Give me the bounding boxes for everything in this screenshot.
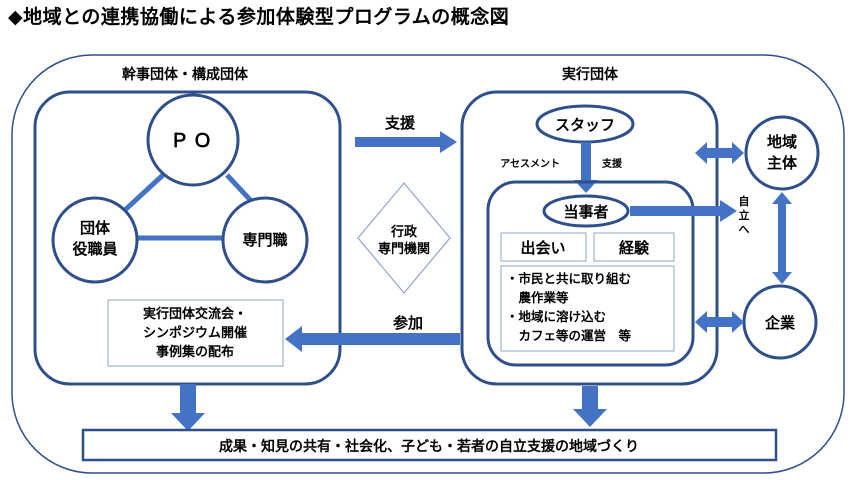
right-to-community-arrow bbox=[695, 142, 744, 164]
experience-box bbox=[593, 232, 675, 262]
officers-label-line2: 役職員 bbox=[72, 240, 117, 258]
outer-frame bbox=[11, 54, 845, 474]
outputs-line3: 事例集の配布 bbox=[156, 344, 234, 360]
participation-label: 参加 bbox=[393, 314, 423, 332]
outcome-label: 成果・知見の共有・社会化、子ども・若者の自立支援の地域づくり bbox=[219, 438, 639, 455]
staff-label: スタッフ bbox=[555, 116, 615, 134]
inner-box bbox=[486, 180, 695, 367]
staff-to-party-arrow bbox=[574, 142, 598, 193]
company-label: 企業 bbox=[764, 314, 796, 332]
outcome-box bbox=[81, 428, 778, 462]
encounter-box bbox=[500, 232, 587, 262]
independence-line1: 自 bbox=[739, 194, 750, 208]
outputs-line2: シンポジウム開催 bbox=[143, 325, 247, 341]
po-label: ＰＯ bbox=[170, 130, 216, 152]
right-down-arrow bbox=[573, 386, 607, 427]
activities-box bbox=[500, 265, 675, 352]
experience-label: 経験 bbox=[619, 239, 650, 257]
admin-line2: 専門機関 bbox=[378, 241, 430, 257]
outputs-line1: 実行団体交流会・ bbox=[143, 306, 247, 322]
right-group-label: 実行団体 bbox=[562, 66, 619, 83]
outputs-box bbox=[107, 299, 284, 367]
encounter-label: 出会い bbox=[520, 239, 565, 257]
link-po-officers bbox=[123, 173, 165, 212]
po-circle bbox=[146, 93, 240, 187]
party-ellipse bbox=[542, 194, 630, 228]
right-to-company-arrow bbox=[695, 311, 744, 333]
independence-line2: 立 bbox=[739, 208, 750, 222]
community-company-arrow bbox=[772, 192, 792, 284]
assessment-label: アセスメント bbox=[500, 158, 560, 170]
community-line2: 主体 bbox=[767, 154, 798, 172]
community-line1: 地域 bbox=[767, 133, 797, 151]
support-arrow bbox=[355, 131, 457, 153]
independence-line3: へ bbox=[739, 223, 750, 236]
admin-diamond bbox=[357, 182, 451, 294]
activity-line1: ・市民と共に取り組む bbox=[506, 271, 631, 286]
specialist-circle bbox=[221, 196, 309, 284]
community-circle bbox=[744, 115, 820, 191]
left-group-label: 幹事団体・構成団体 bbox=[122, 66, 249, 83]
activity-line4: カフェ等の運営 等 bbox=[506, 328, 632, 343]
party-to-independence-arrow bbox=[630, 200, 737, 222]
officers-label-line1: 団体 bbox=[80, 219, 111, 237]
page-title: ◆地域との連携協働による参加体験型プログラムの概念図 bbox=[8, 6, 510, 28]
activity-line2: 農作業等 bbox=[506, 290, 569, 305]
support-label: 支援 bbox=[384, 114, 416, 132]
admin-line1: 行政 bbox=[390, 224, 418, 240]
activity-line3: ・地域に溶け込む bbox=[506, 309, 606, 324]
right-group-box bbox=[460, 90, 719, 386]
party-label: 当事者 bbox=[563, 203, 608, 221]
officers-circle bbox=[51, 196, 139, 284]
left-down-arrow bbox=[171, 384, 205, 431]
participation-arrow bbox=[285, 326, 460, 352]
specialist-label: 専門職 bbox=[242, 231, 287, 249]
support-small-label: 支援 bbox=[601, 157, 623, 170]
